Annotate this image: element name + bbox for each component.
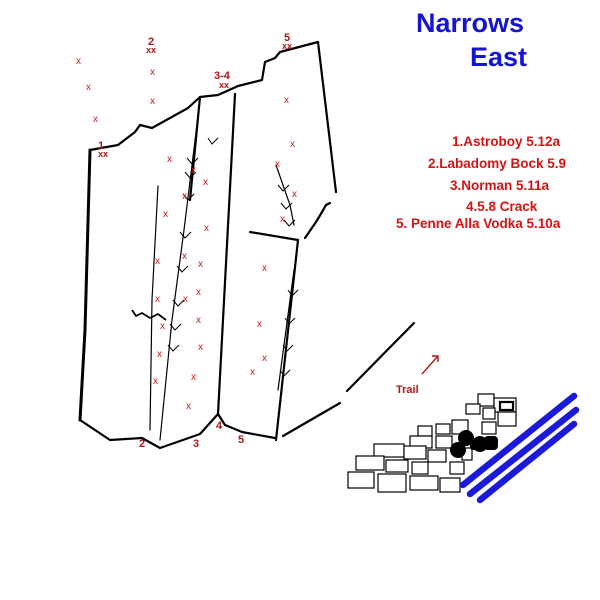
bolt-marker: x: [160, 321, 165, 332]
trail-arrow: [421, 355, 439, 375]
bolt-marker: x: [155, 294, 160, 305]
bolt-marker: x: [86, 82, 91, 93]
base-label-route-4: 4: [216, 420, 223, 432]
crack-line-route2: [149, 185, 159, 431]
bolt-marker: x: [262, 353, 267, 364]
legend-route-1: 1.Astroboy 5.12a: [452, 134, 561, 149]
bolt-marker: x: [157, 349, 162, 360]
bolt-marker: x: [167, 154, 172, 165]
bolt-marker: x: [262, 263, 267, 274]
bolt-marker: x: [257, 319, 262, 330]
bolt-marker: x: [150, 96, 155, 107]
legend-route-4: 4.5.8 Crack: [466, 199, 538, 214]
bolt-marker: x: [191, 165, 196, 176]
dark-boulders: [450, 430, 498, 458]
top-label-route-2: 2: [148, 36, 155, 48]
branch-symbol: [131, 309, 167, 321]
bolt-marker: x: [275, 159, 280, 170]
cliff-ledge-lower: [281, 401, 342, 438]
bolt-marker: x: [182, 251, 187, 262]
bolt-marker: x: [76, 56, 81, 67]
cliff-left-edge: [78, 148, 92, 422]
bolt-marker: x: [204, 223, 209, 234]
river: [459, 392, 580, 504]
bolt-marker: x: [292, 189, 297, 200]
anchor-route-3-4: xx: [219, 80, 230, 90]
cliff-notch: [303, 201, 332, 240]
bolt-marker: x: [93, 114, 98, 125]
bolt-marker: x: [163, 209, 168, 220]
bolt-marker: x: [153, 376, 158, 387]
bolt-marker: x: [290, 139, 295, 150]
bolt-marker: x: [198, 259, 203, 270]
legend-route-2: 2.Labadomy Bock 5.9: [428, 156, 567, 171]
bolt-marker: x: [198, 342, 203, 353]
cliff-upper-right: [316, 40, 338, 194]
bolt-marker: x: [280, 214, 285, 225]
cliff-top-edge: [88, 40, 320, 152]
bolt-marker: x: [186, 401, 191, 412]
trail-label: Trail: [396, 384, 419, 396]
bolt-marker: x: [196, 287, 201, 298]
pillar-line-center: [216, 92, 237, 416]
base-label-route-3: 3: [193, 438, 200, 450]
bolt-marker: x: [191, 372, 196, 383]
bolt-marker: x: [155, 256, 160, 267]
crack-line-right: [277, 269, 295, 391]
pillar-line-right: [248, 230, 300, 242]
cliff-ledge-upper: [345, 321, 416, 393]
top-label-route-1: 1: [98, 140, 105, 152]
boulder-field: [347, 393, 517, 493]
bolt-marker: x: [182, 191, 187, 202]
bolt-marker: x: [203, 177, 208, 188]
crack-line-route3: [159, 99, 201, 441]
top-label-route-3-4: 3-4: [214, 70, 230, 82]
bolt-marker: x: [150, 67, 155, 78]
bolt-marker: x: [196, 315, 201, 326]
top-label-route-5: 5: [284, 32, 291, 44]
cliff-base-left: [78, 412, 277, 450]
anchor-route-1: xx: [98, 149, 109, 159]
base-label-route-5: 5: [238, 434, 245, 446]
title-narrows: Narrows: [416, 8, 525, 38]
bolt-marker: x: [183, 294, 188, 305]
anchor-route-5: xx: [282, 41, 293, 51]
legend-route-3: 3.Norman 5.11a: [450, 178, 550, 193]
legend-route-5: 5. Penne Alla Vodka 5.10a: [396, 216, 561, 231]
anchor-route-2: xx: [146, 45, 157, 55]
title-east: East: [470, 42, 528, 72]
bolt-marker: x: [250, 367, 255, 378]
crack-chevrons: [167, 137, 299, 377]
base-label-route-2: 2: [139, 438, 146, 450]
pillar-right-edge: [274, 238, 300, 442]
bolt-marker: x: [284, 95, 289, 106]
